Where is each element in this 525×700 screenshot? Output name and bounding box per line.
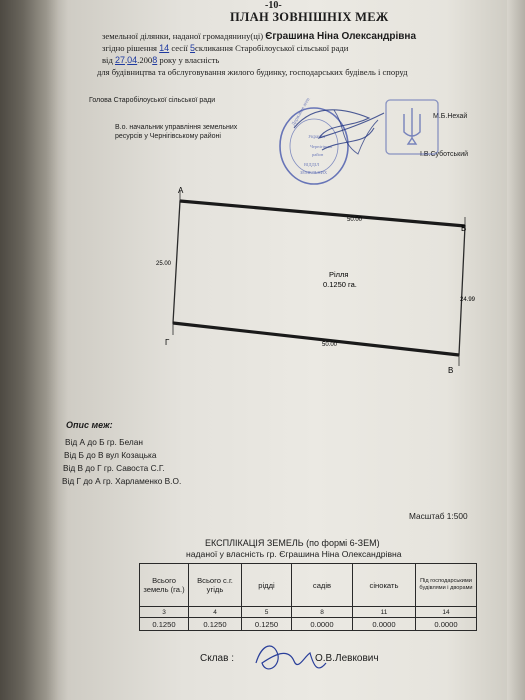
stamp-text-3: Чернігівськ xyxy=(310,144,333,149)
value-hayfields: 0.0000 xyxy=(352,617,416,631)
boundary-line-vg: Від В до Г гр. Савоста С.Г. xyxy=(63,463,165,473)
col-number-6: 14 xyxy=(415,606,477,618)
header-agri-land: Всього с.г. угідь xyxy=(188,563,242,607)
session-label: сесії xyxy=(171,43,188,53)
value-buildings: 0.0000 xyxy=(415,617,477,631)
trident-icon xyxy=(403,108,421,145)
convocation-number: 5 xyxy=(190,43,196,53)
trident-stamp xyxy=(385,99,439,155)
page-edge xyxy=(507,0,525,700)
header-line-1: земельної ділянки, наданої громадянину(ц… xyxy=(102,31,416,42)
length-vg: 50.00 xyxy=(322,342,338,348)
length-ga: 25.00 xyxy=(156,261,172,267)
stamp-text-1: Державне агентство xyxy=(291,98,317,127)
col-number-2: 4 xyxy=(188,606,242,618)
col-number-5: 11 xyxy=(352,606,416,618)
header-line-2: згідно рішення 14 сесії 5скликання Старо… xyxy=(102,43,348,53)
head-title: Голова Старобілоуської сільської ради xyxy=(89,97,216,104)
table-number-row: 3 4 5 8 11 14 xyxy=(139,606,477,618)
stamp-text-5: ВІДДІЛ xyxy=(304,162,319,167)
boundary-ab xyxy=(179,199,466,228)
compiled-by-label: Склав : xyxy=(200,653,234,664)
boundary-line-ab: Від А до Б гр. Белан xyxy=(65,437,143,447)
compiler-signature xyxy=(255,645,327,670)
stamp-text-2: України xyxy=(308,135,325,140)
point-b: Б xyxy=(461,224,466,233)
stamp-text-6: ЗЕМЕЛЬНИХ xyxy=(300,170,328,175)
chief-name: І.В.Суботський xyxy=(420,151,469,158)
length-bv: 24.99 xyxy=(460,297,476,303)
purpose-line: для будівництва та обслуговування жилого… xyxy=(97,67,408,77)
document-page: -10- ПЛАН ЗОВНІШНІХ МЕЖ земельної ділянк… xyxy=(52,0,512,700)
explication-table: Всього земель (га.) Всього с.г. угідь рі… xyxy=(139,563,477,631)
line1-text: земельної ділянки, наданої громадянину(ц… xyxy=(102,31,264,41)
table-value-row: 0.1250 0.1250 0.1250 0.0000 0.0000 0.000… xyxy=(139,617,477,631)
scale-label: Масштаб 1:500 xyxy=(409,511,468,521)
header-buildings: Під господарськими будівлями і дворами xyxy=(415,563,477,607)
point-v: В xyxy=(448,366,453,375)
parcel-plan: А Б В Г 50.00 24.99 50.00 25.00 Рілля 0.… xyxy=(156,186,476,375)
chief-title-line-1: В.о. начальник управління земельних xyxy=(115,124,238,131)
boundary-line-ga: Від Г до А гр. Харламенко В.О. xyxy=(62,476,182,486)
boundary-vg xyxy=(172,321,460,357)
compiler-name: О.В.Левкович xyxy=(315,653,379,664)
area-label: 0.1250 га. xyxy=(323,280,357,289)
header-total-land: Всього земель (га.) xyxy=(139,563,189,607)
boundary-line-bv: Від Б до В вул Козацька xyxy=(64,450,157,460)
header-hayfields: сінокать xyxy=(352,563,416,607)
header-orchards: садів xyxy=(291,563,353,607)
point-g: Г xyxy=(165,338,170,347)
value-arable: 0.1250 xyxy=(241,617,292,631)
explication-title: ЕКСПЛІКАЦІЯ ЗЕМЕЛЬ (по формі 6-ЗЕМ) xyxy=(205,538,380,548)
page-title: ПЛАН ЗОВНІШНІХ МЕЖ xyxy=(230,10,389,24)
date-day: 27 xyxy=(114,55,125,65)
header-line-3: від 27.04.2008 року у власність xyxy=(102,55,220,65)
council-name: скликання Старобілоуської сільської ради xyxy=(195,43,349,53)
col-number-3: 5 xyxy=(241,606,292,618)
head-name: М.Б.Нехай xyxy=(433,113,468,120)
boundaries-heading: Опис меж: xyxy=(66,420,113,430)
session-number: 14 xyxy=(159,43,170,53)
col-number-1: 3 xyxy=(139,606,189,618)
table-header-row: Всього земель (га.) Всього с.г. угідь рі… xyxy=(139,563,477,607)
value-orchards: 0.0000 xyxy=(291,617,353,631)
binder-spine xyxy=(0,0,58,700)
ownership-text: року у власність xyxy=(159,55,220,65)
length-ab: 50.00 xyxy=(347,217,363,223)
explication-subtitle: наданої у власність гр. Єграшина Ніна Ол… xyxy=(186,549,402,559)
official-stamp: Державне агентство України Чернігівськ р… xyxy=(279,98,385,185)
chief-title-line-2: ресурсів у Чернігівському районі xyxy=(115,133,221,140)
decision-label: згідно рішення xyxy=(102,43,157,53)
date-year-suffix: 8 xyxy=(152,55,158,65)
page-number: -10- xyxy=(265,0,282,11)
col-number-4: 8 xyxy=(291,606,353,618)
value-agri-land: 0.1250 xyxy=(188,617,242,631)
date-month: 04 xyxy=(127,55,138,65)
date-label: від xyxy=(102,55,113,65)
date-year-prefix: .200 xyxy=(137,55,153,65)
land-type-label: Рілля xyxy=(329,270,348,279)
stamp-text-4: район xyxy=(312,152,324,157)
owner-name: Єграшина Ніна Олександрівна xyxy=(265,31,417,42)
header-arable: рідді xyxy=(241,563,292,607)
value-total-land: 0.1250 xyxy=(139,617,189,631)
point-a: А xyxy=(178,186,184,195)
